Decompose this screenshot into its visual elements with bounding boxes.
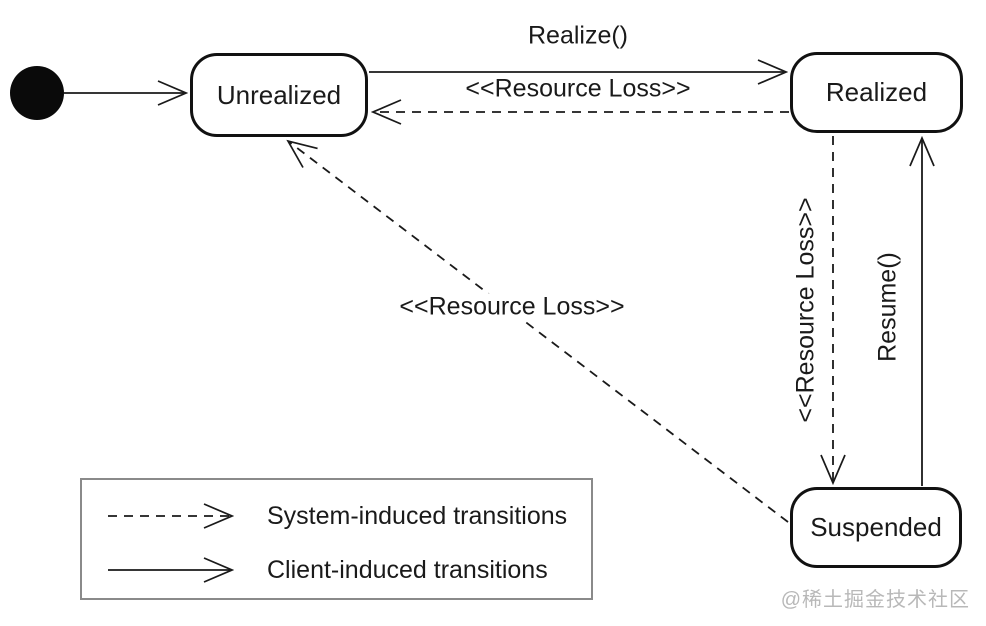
state-unrealized: Unrealized (190, 53, 368, 137)
legend-item-client-induced: Client-induced transitions (82, 550, 591, 590)
legend-label-client-induced: Client-induced transitions (267, 555, 548, 584)
legend-box: System-induced transitions Client-induce… (80, 478, 593, 600)
state-suspended: Suspended (790, 487, 962, 568)
legend-item-system-induced: System-induced transitions (82, 496, 591, 536)
solid-arrow-icon (108, 552, 239, 588)
state-realized: Realized (790, 52, 963, 133)
transition-label-resource-loss-top: <<Resource Loss>> (460, 75, 696, 103)
transition-label-resource-loss-diagonal: <<Resource Loss>> (394, 293, 630, 321)
state-unrealized-label: Unrealized (216, 79, 342, 110)
transition-label-resource-loss-vertical: <<Resource Loss>> (791, 197, 820, 423)
transition-label-resume: Resume() (873, 252, 902, 362)
state-realized-label: Realized (825, 77, 928, 107)
initial-state-icon (10, 66, 64, 120)
state-suspended-label: Suspended (810, 512, 942, 542)
transition-resource-loss-diagonal-line (288, 141, 789, 523)
legend-label-system-induced: System-induced transitions (267, 501, 568, 530)
dashed-arrow-icon (108, 498, 239, 534)
watermark-text: @稀土掘金技术社区 (780, 589, 970, 611)
transition-label-realize: Realize() (522, 22, 634, 50)
